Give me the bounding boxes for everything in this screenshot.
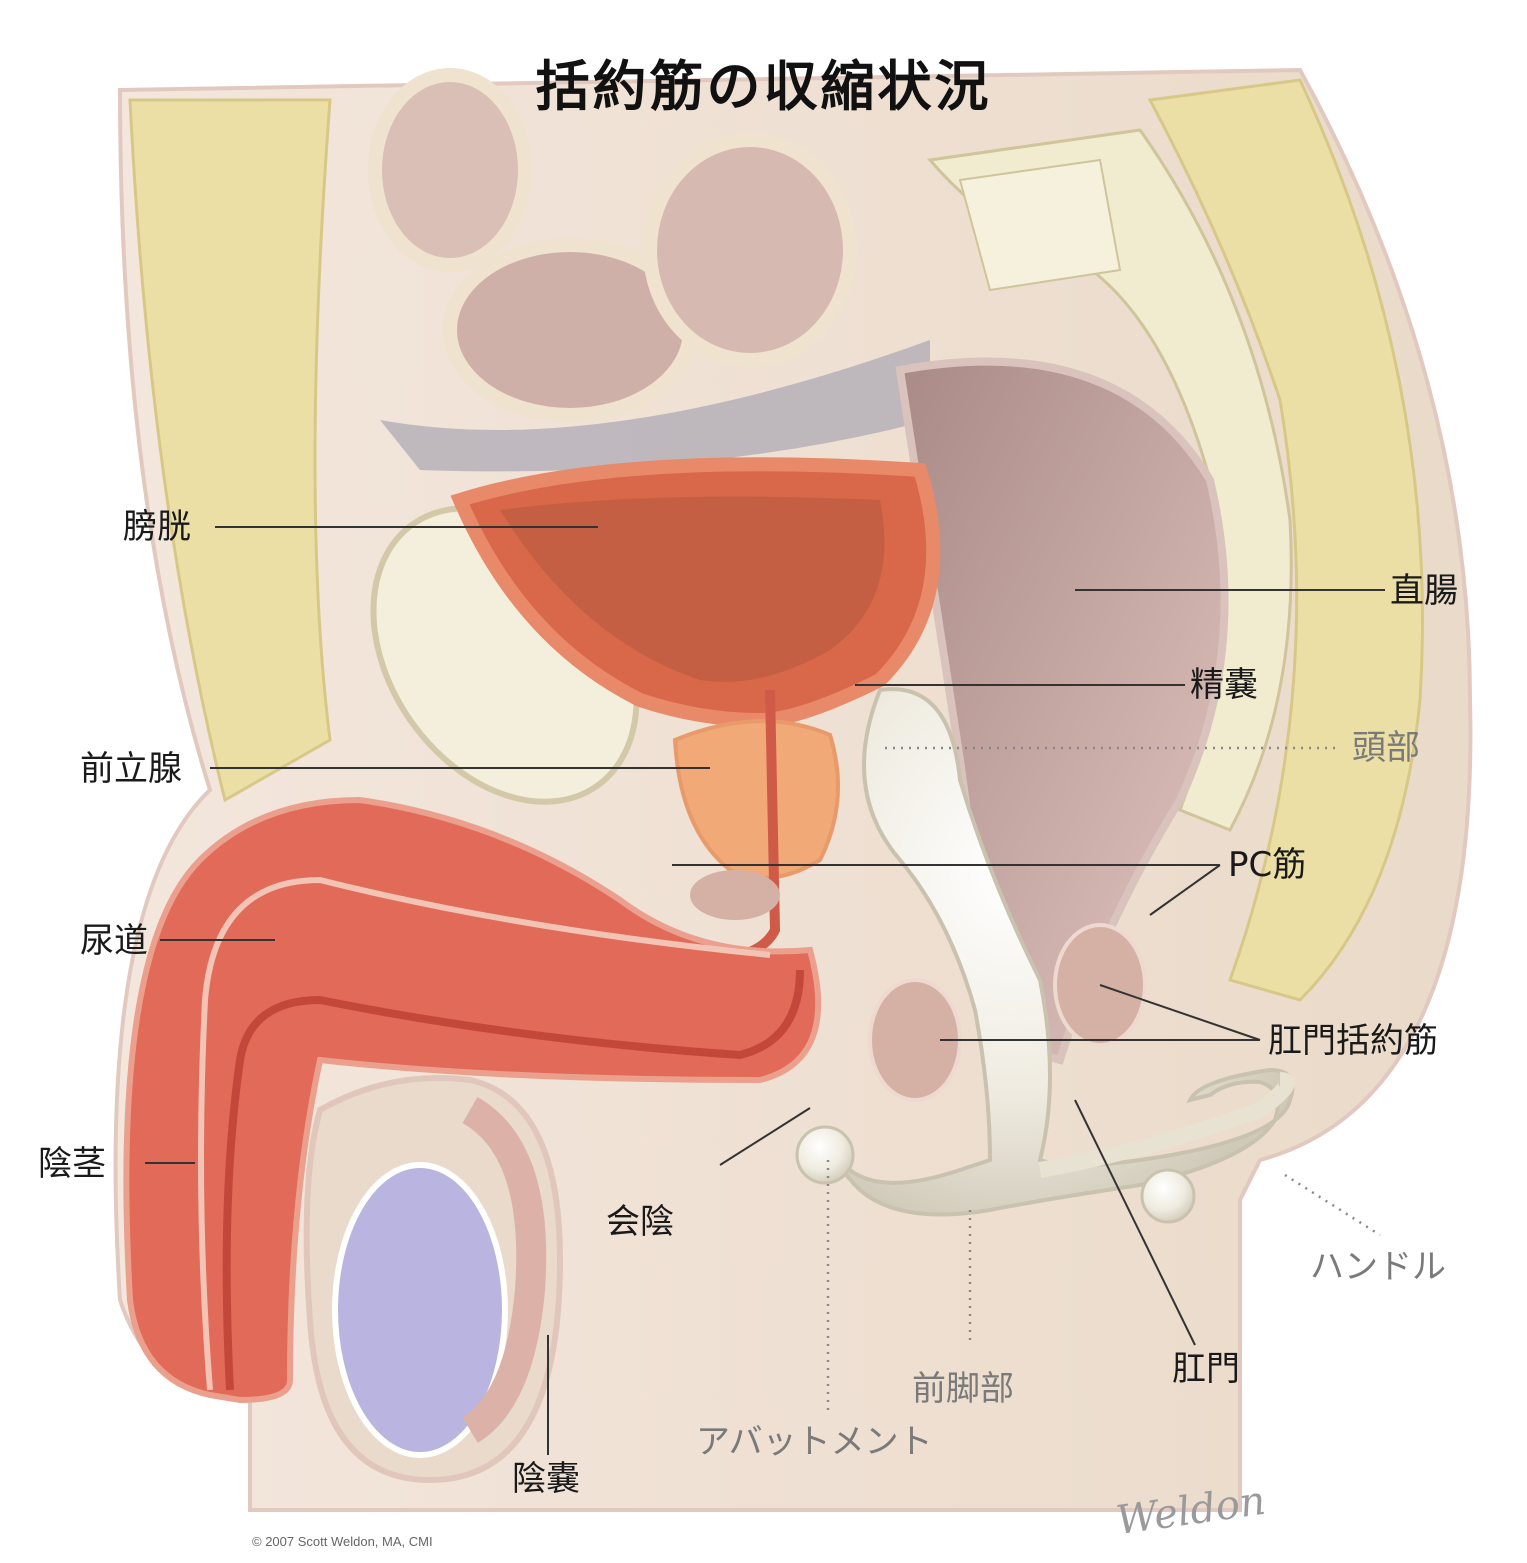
prostate-gland bbox=[672, 719, 840, 880]
leader-lines bbox=[145, 526, 1385, 1455]
bladder-lumen bbox=[500, 496, 885, 682]
page-title: 括約筋の収縮状況 bbox=[535, 55, 992, 118]
label-rectum: 直腸 bbox=[1390, 571, 1458, 611]
copyright-credit: © 2007 Scott Weldon, MA, CMI bbox=[252, 1534, 433, 1549]
peritoneal-space bbox=[380, 340, 930, 472]
label-abutment: アバットメント bbox=[696, 1422, 933, 1462]
massager-device bbox=[824, 687, 1295, 1217]
intestine-loop bbox=[368, 68, 532, 272]
label-perineum: 会陰 bbox=[606, 1202, 674, 1242]
label-urethra: 尿道 bbox=[80, 921, 148, 961]
label-prostate: 前立腺 bbox=[80, 749, 182, 789]
abutment-ball bbox=[795, 1125, 855, 1185]
label-pc-muscle: PC筋 bbox=[1228, 845, 1307, 885]
label-front-leg: 前脚部 bbox=[912, 1369, 1014, 1409]
vertebra bbox=[958, 158, 1122, 292]
label-handle: ハンドル bbox=[1310, 1247, 1446, 1287]
label-scrotum: 陰嚢 bbox=[512, 1459, 580, 1499]
handle-ball bbox=[1140, 1168, 1196, 1224]
label-anal-sphincter: 肛門括約筋 bbox=[1268, 1021, 1438, 1061]
penis-corpus bbox=[123, 796, 822, 1404]
label-head: 頭部 bbox=[1352, 728, 1420, 768]
intestine-loop bbox=[643, 133, 857, 367]
bulb-muscle bbox=[690, 870, 780, 920]
handle-loop bbox=[1038, 1072, 1295, 1178]
label-anus: 肛門 bbox=[1172, 1349, 1240, 1389]
label-bladder: 膀胱 bbox=[123, 507, 191, 547]
back-fat bbox=[1147, 78, 1424, 1002]
urethra-line bbox=[198, 876, 771, 1391]
testis bbox=[332, 1162, 508, 1458]
epididymis bbox=[461, 1096, 547, 1443]
label-seminal-vesicle: 精嚢 bbox=[1190, 665, 1258, 705]
penis-inner bbox=[222, 969, 804, 1391]
label-penis: 陰茎 bbox=[38, 1144, 106, 1184]
dotted-leader-lines bbox=[826, 746, 1381, 1410]
abdominal-fat bbox=[128, 98, 332, 803]
